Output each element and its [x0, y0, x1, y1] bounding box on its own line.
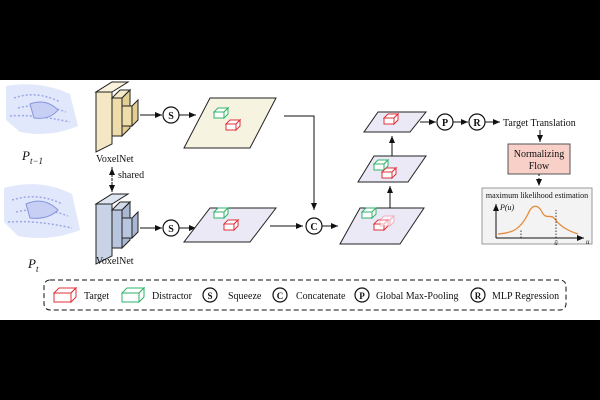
mle-title: maximum likelihood estimation: [486, 191, 588, 200]
svg-text:C: C: [277, 291, 284, 301]
input-label-curr: Pt: [27, 256, 39, 274]
pdf-axis-label: P(u): [499, 203, 515, 212]
legend: Target Distractor S Squeeze C Concatenat…: [43, 279, 567, 311]
bev-plane-bottom: [182, 206, 278, 243]
svg-text:R: R: [473, 118, 481, 129]
svg-text:P: P: [442, 118, 448, 129]
legend-distractor: [120, 286, 146, 304]
voxelnet-bottom-label: VoxelNet: [96, 256, 134, 267]
bev-plane-top: [183, 97, 277, 149]
legend-target: [52, 286, 78, 304]
concatenate-op: C: [305, 217, 323, 235]
target-box: [224, 118, 242, 132]
peak-label: û: [554, 239, 558, 247]
diagram-canvas: Pt−1 Pt VoxelNet shared VoxelNet: [0, 80, 600, 320]
shared-label: shared: [118, 170, 144, 181]
pdf-curve: [497, 205, 579, 235]
top-bev-plane: [363, 111, 428, 133]
svg-text:S: S: [168, 224, 174, 235]
top-black-band: [0, 0, 600, 80]
svg-text:Concatenate: Concatenate: [296, 291, 346, 302]
svg-text:Global Max-Pooling: Global Max-Pooling: [376, 291, 459, 302]
pooling-op: P: [436, 113, 454, 131]
distractor-box: [212, 206, 230, 220]
point-cloud-prev: [6, 84, 78, 134]
voxelnet-bottom: [94, 193, 139, 265]
squeeze-op-bottom: S: [162, 219, 180, 237]
input-label-prev: Pt−1: [21, 148, 43, 166]
distractor-box: [212, 106, 230, 120]
svg-text:Flow: Flow: [529, 161, 550, 172]
mid-bev-plane: [357, 155, 427, 183]
point-cloud-curr: [4, 184, 80, 238]
target-translation-label: Target Translation: [503, 118, 576, 129]
svg-text:Distractor: Distractor: [152, 291, 193, 302]
svg-text:R: R: [475, 291, 482, 301]
svg-text:Normalizing: Normalizing: [514, 149, 565, 160]
svg-text:S: S: [207, 291, 212, 301]
squeeze-op-top: S: [162, 106, 180, 124]
voxelnet-top: [94, 81, 139, 153]
regression-op: R: [468, 113, 486, 131]
voxelnet-top-label: VoxelNet: [96, 154, 134, 165]
svg-text:P: P: [359, 291, 365, 301]
svg-text:Squeeze: Squeeze: [228, 291, 262, 302]
normalizing-flow-box: Normalizing Flow: [507, 143, 571, 175]
target-box: [222, 218, 240, 232]
bottom-black-band: [0, 320, 600, 400]
fused-bev-plane: [339, 206, 425, 245]
svg-text:C: C: [310, 222, 317, 233]
svg-text:S: S: [168, 111, 174, 122]
mle-panel: maximum likelihood estimation P(u) û u: [481, 187, 593, 247]
svg-text:Target: Target: [84, 291, 109, 302]
u-axis-label: u: [586, 238, 590, 246]
svg-text:MLP Regression: MLP Regression: [492, 291, 559, 302]
